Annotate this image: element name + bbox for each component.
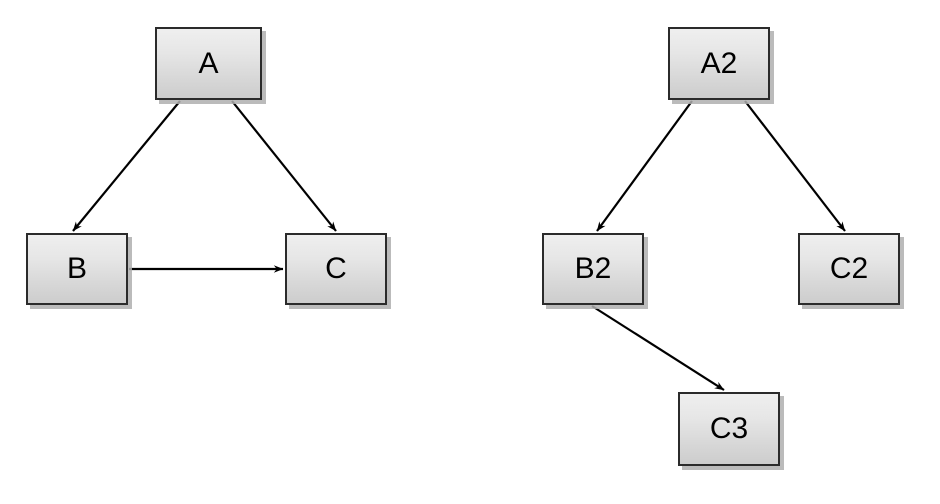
node-b2[interactable]: B2 [542,233,644,305]
node-c3-label: C3 [709,412,749,445]
node-b2-label: B2 [574,252,612,285]
edge-a-to-c [231,100,337,232]
node-c2-label: C2 [829,252,869,285]
edges-group [72,100,846,391]
node-c[interactable]: C [285,233,387,305]
node-c3[interactable]: C3 [678,392,780,466]
edge-a2-to-b2 [596,100,693,232]
node-b-label: B [66,252,87,285]
node-c-label: C [325,252,347,285]
node-a2-label: A2 [700,46,738,80]
edge-a-to-b [72,100,181,232]
node-a[interactable]: A [155,27,262,100]
node-b[interactable]: B [26,233,128,305]
node-c2[interactable]: C2 [798,233,900,305]
node-a2[interactable]: A2 [668,27,770,100]
node-a-label: A [198,46,219,80]
edge-b2-to-c3 [591,305,725,391]
edge-a2-to-c2 [744,100,846,232]
